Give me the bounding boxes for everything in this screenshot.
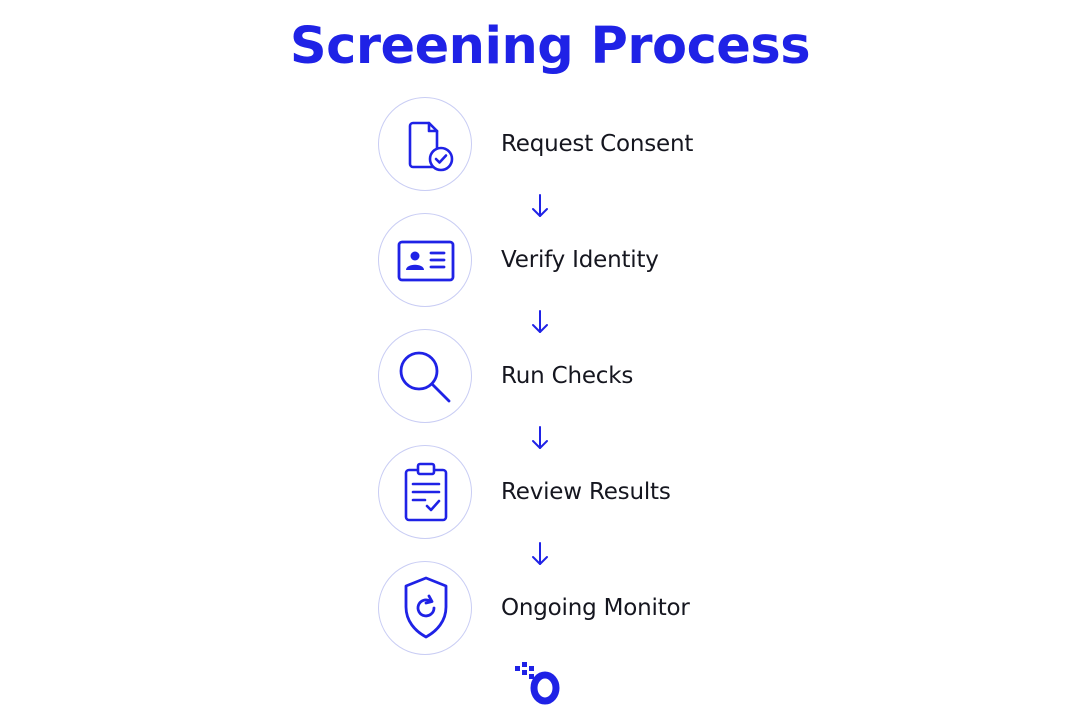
page-title: Screening Process (289, 17, 811, 76)
step-icon-circle (378, 445, 472, 539)
clipboard-check-icon (404, 462, 448, 522)
step-icon-circle (378, 329, 472, 423)
step-label: Request Consent (501, 131, 694, 157)
magnifier-icon (399, 351, 451, 403)
arrow-down-icon (531, 309, 549, 335)
step-icon-circle (378, 213, 472, 307)
step-icon-circle (378, 97, 472, 191)
arrow-down-icon (531, 541, 549, 567)
shield-refresh-icon (404, 576, 448, 639)
step-review-results: Review Results (378, 445, 798, 541)
step-label: Run Checks (501, 363, 634, 389)
step-ongoing-monitor: Ongoing Monitor (378, 561, 798, 657)
step-label: Verify Identity (501, 247, 659, 273)
arrow-down-icon (531, 425, 549, 451)
step-verify-identity: Verify Identity (378, 213, 798, 309)
document-check-icon (408, 121, 454, 172)
arrow-down-icon (531, 193, 549, 219)
step-label: Review Results (501, 479, 671, 505)
step-label: Ongoing Monitor (501, 595, 690, 621)
step-request-consent: Request Consent (378, 97, 798, 193)
brand-logo-icon (513, 660, 563, 706)
id-card-icon (397, 240, 455, 282)
step-run-checks: Run Checks (378, 329, 798, 425)
step-icon-circle (378, 561, 472, 655)
